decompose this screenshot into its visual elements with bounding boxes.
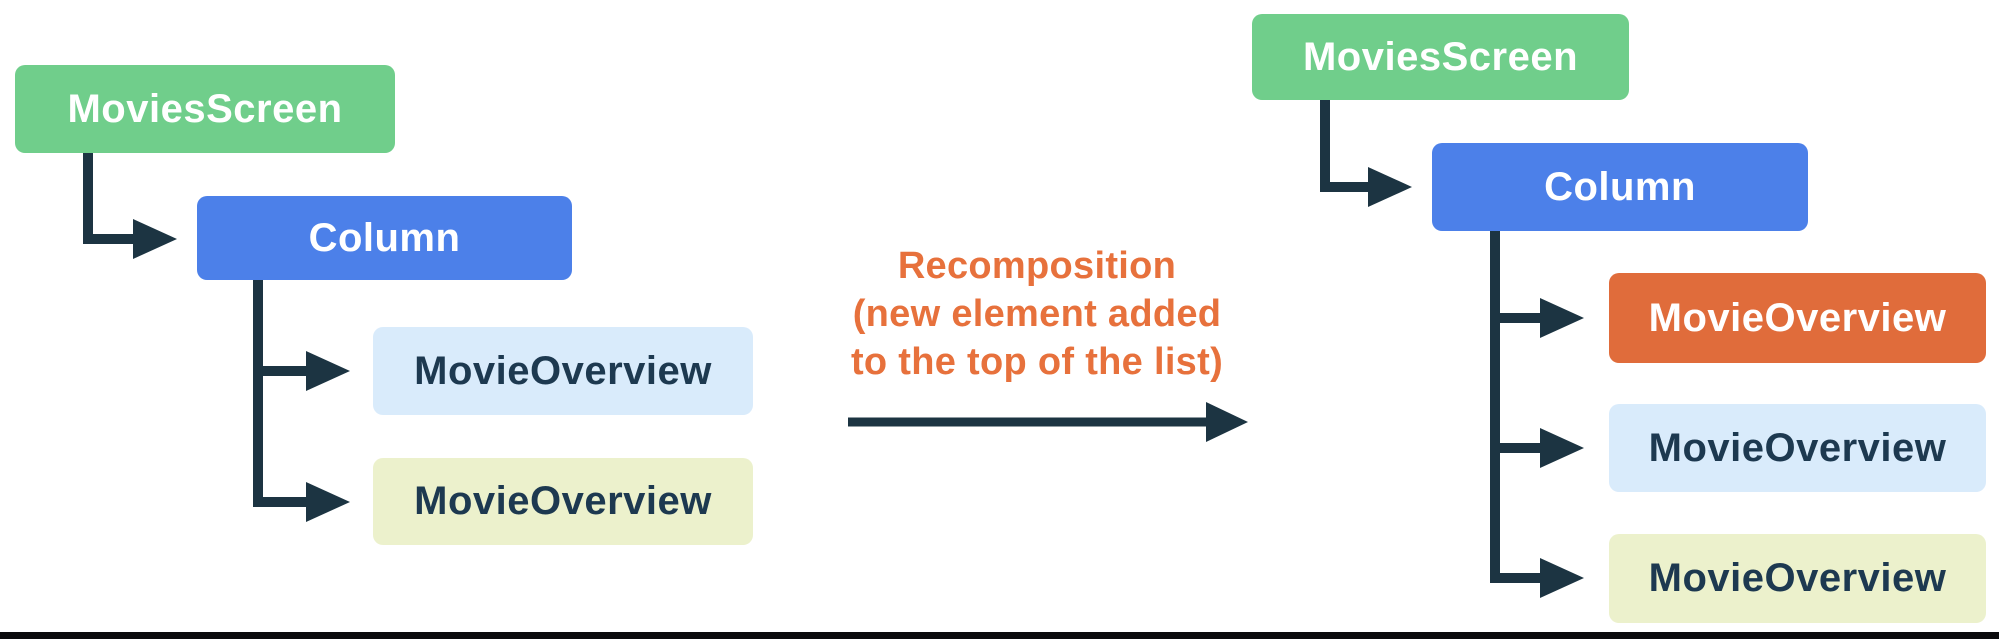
node-moviesscreen-after: MoviesScreen	[1252, 14, 1629, 100]
node-moviesscreen-before: MoviesScreen	[15, 65, 395, 153]
after-root-to-column-connector	[1320, 100, 1412, 207]
before-root-to-column-connector	[83, 153, 177, 259]
caption-line-2: (new element added	[852, 293, 1222, 335]
node-movieoverview-after-new: MovieOverview	[1609, 273, 1986, 363]
node-movieoverview-before-1: MovieOverview	[373, 327, 753, 415]
caption-line-3: to the top of the list)	[850, 341, 1224, 383]
node-column-before: Column	[197, 196, 572, 280]
arrowhead-icon	[133, 219, 177, 259]
before-column-to-children-connector	[253, 280, 350, 522]
recomposition-caption: Recomposition (new element added to the …	[837, 242, 1237, 386]
bottom-border-bar	[0, 632, 1999, 639]
arrowhead-icon	[306, 351, 350, 391]
caption-line-1: Recomposition	[897, 245, 1177, 287]
node-movieoverview-after-2: MovieOverview	[1609, 404, 1986, 492]
node-movieoverview-after-3: MovieOverview	[1609, 534, 1986, 623]
node-column-after: Column	[1432, 143, 1808, 231]
arrowhead-icon	[306, 482, 350, 522]
recomposition-arrow-icon	[848, 402, 1248, 442]
node-movieoverview-before-2: MovieOverview	[373, 458, 753, 545]
arrowhead-icon	[1540, 558, 1584, 598]
after-column-to-children-connector	[1490, 231, 1584, 598]
arrowhead-icon	[1540, 428, 1584, 468]
arrowhead-icon	[1540, 298, 1584, 338]
arrowhead-icon	[1368, 167, 1412, 207]
